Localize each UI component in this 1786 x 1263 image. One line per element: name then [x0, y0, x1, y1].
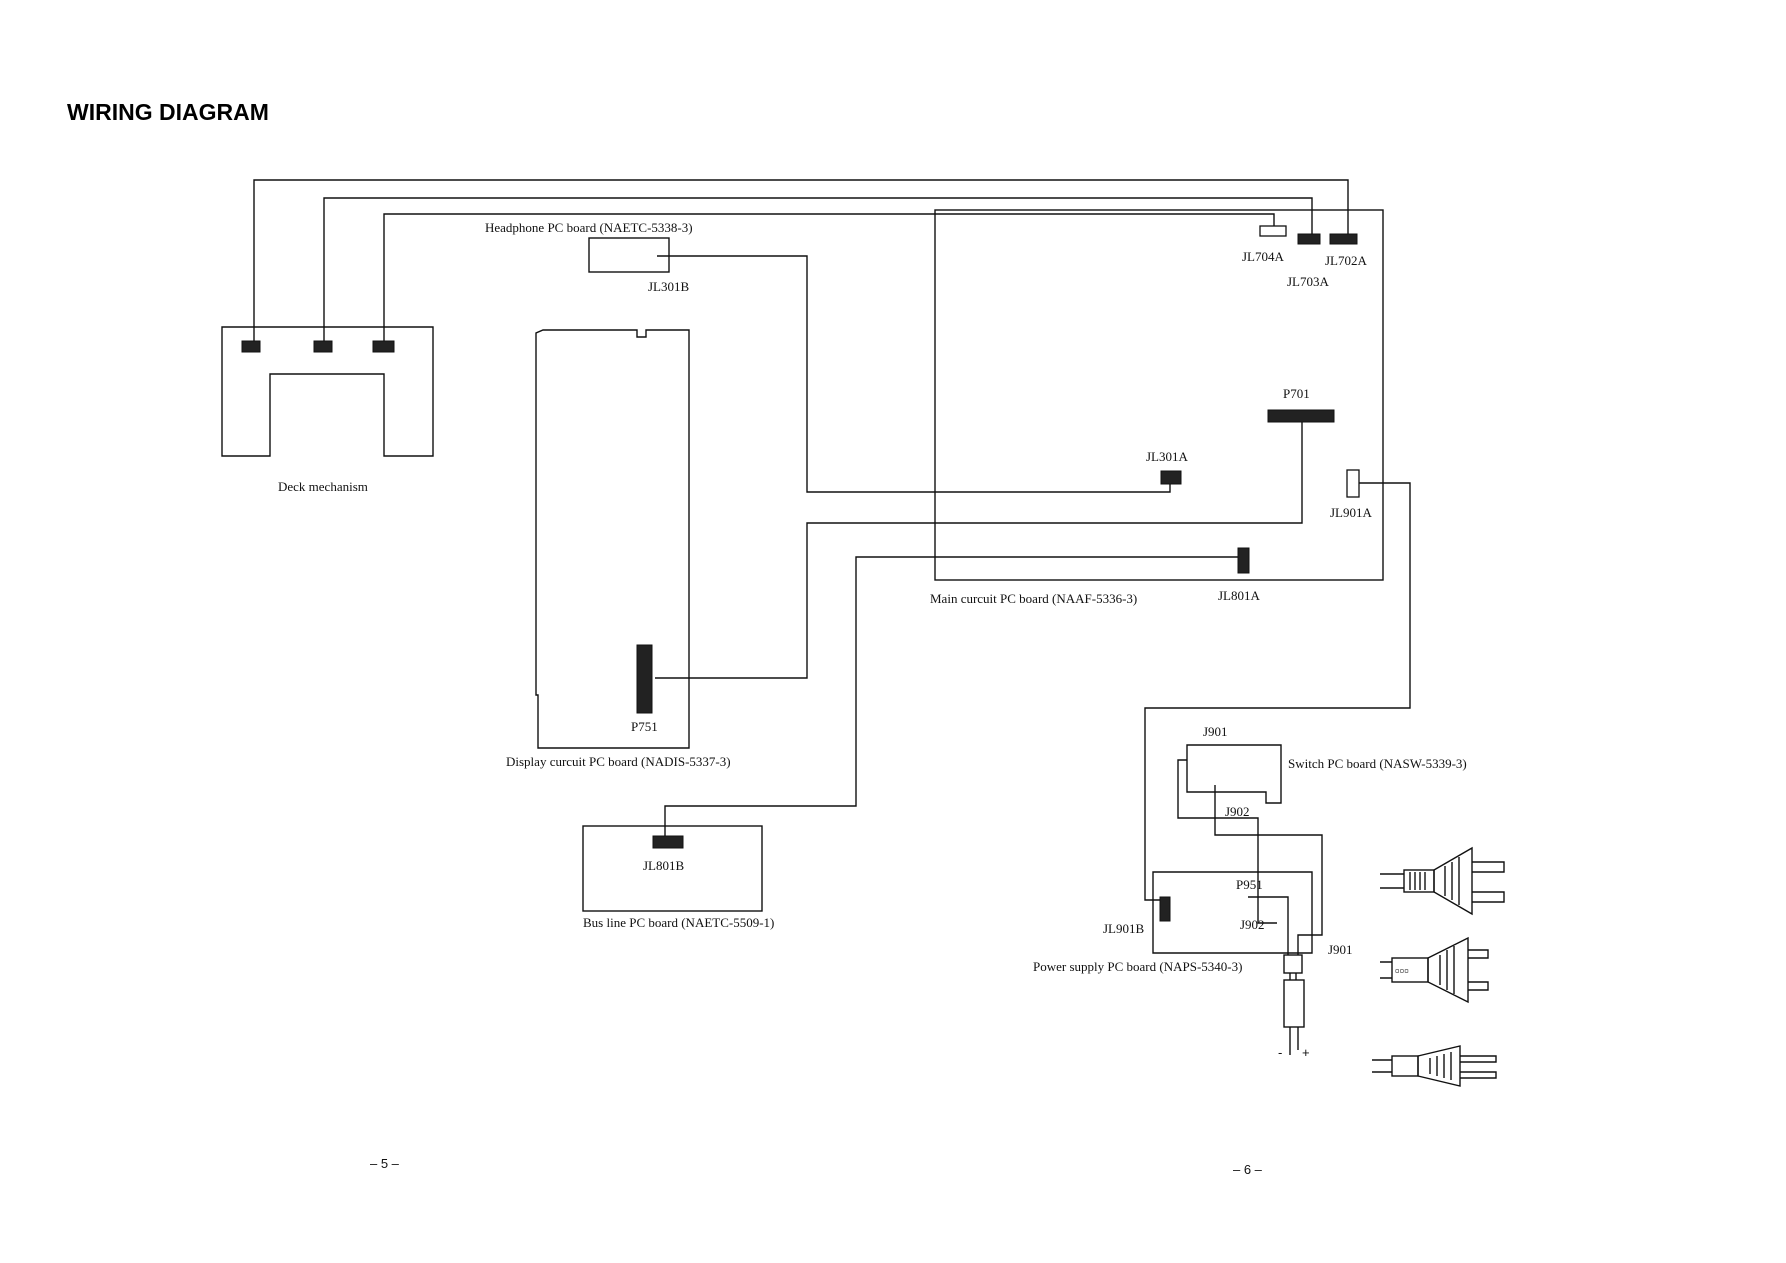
power-supply-board [1152, 871, 1313, 954]
j901-bottom-label: J901 [1328, 942, 1353, 957]
power-cord: - + [1278, 954, 1310, 1060]
svg-text:▫▫▫: ▫▫▫ [1395, 963, 1409, 978]
deck-connector-1 [241, 340, 261, 353]
j901-top-label: J901 [1203, 724, 1228, 739]
headphone-board [588, 237, 670, 273]
deck-mechanism-board [221, 326, 434, 457]
jl901a-label: JL901A [1330, 505, 1373, 520]
jl702a-label: JL702A [1325, 253, 1368, 268]
deck-connector-2 [313, 340, 333, 353]
main-board [934, 209, 1384, 581]
power-supply-board-label: Power supply PC board (NAPS-5340-3) [1033, 959, 1242, 974]
p751-label: P751 [631, 719, 658, 734]
display-board-label: Display curcuit PC board (NADIS-5337-3) [506, 754, 731, 769]
jl801a-label: JL801A [1218, 588, 1261, 603]
jl801b-connector [652, 835, 684, 849]
wire-p951-cord [1248, 896, 1289, 955]
headphone-board-label: Headphone PC board (NAETC-5338-3) [485, 220, 693, 235]
p701-label: P701 [1283, 386, 1310, 401]
mains-plug-3-icon [1372, 1045, 1497, 1087]
wire-deck-jl702a [253, 179, 1349, 352]
jl801a-connector [1237, 547, 1250, 574]
display-board [535, 329, 690, 749]
j902-top-label: J902 [1225, 804, 1250, 819]
wire-jl901a-jl901b [1144, 482, 1411, 901]
main-board-label: Main curcuit PC board (NAAF-5336-3) [930, 591, 1137, 606]
wire-deck-jl704a [383, 213, 1275, 352]
wire-switch-j902-power [1214, 785, 1323, 955]
jl301b-label: JL301B [648, 279, 690, 294]
wire-deck-jl703a [323, 197, 1313, 352]
jl901a-connector [1346, 469, 1360, 498]
p951-label: P951 [1236, 877, 1263, 892]
p701-connector [1267, 409, 1335, 423]
wire-jl301b-jl301a [657, 255, 1171, 493]
p751-connector [636, 644, 653, 714]
polarity-plus-label: + [1302, 1045, 1310, 1060]
page-title: WIRING DIAGRAM [67, 99, 269, 125]
mains-plug-1-icon [1380, 846, 1505, 916]
deck-connector-3 [372, 340, 395, 353]
wire-switch-j901-power [1177, 759, 1277, 924]
jl703a-connector [1297, 233, 1321, 245]
jl301a-label: JL301A [1146, 449, 1189, 464]
polarity-minus-label: - [1278, 1045, 1282, 1060]
jl901b-label: JL901B [1103, 921, 1145, 936]
jl901b-connector [1159, 896, 1171, 922]
jl702a-connector [1329, 233, 1358, 245]
wires [253, 179, 1411, 955]
j902-bottom-label: J902 [1240, 917, 1265, 932]
bus-line-board [582, 825, 763, 912]
jl704a-label: JL704A [1242, 249, 1285, 264]
switch-board-label: Switch PC board (NASW-5339-3) [1288, 756, 1467, 771]
wire-p751-p701 [655, 420, 1303, 679]
page-number-left: – 5 – [370, 1156, 400, 1171]
deck-mechanism-label: Deck mechanism [278, 479, 368, 494]
page-number-right: – 6 – [1233, 1162, 1263, 1177]
wire-jl801b-jl801a [664, 556, 1246, 836]
switch-board [1186, 744, 1282, 804]
mains-plug-2-icon: ▫▫▫ [1380, 936, 1489, 1004]
jl704a-connector [1259, 225, 1287, 237]
bus-line-board-label: Bus line PC board (NAETC-5509-1) [583, 915, 774, 930]
jl801b-label: JL801B [643, 858, 685, 873]
jl301a-connector [1160, 470, 1182, 485]
jl703a-label: JL703A [1287, 274, 1330, 289]
